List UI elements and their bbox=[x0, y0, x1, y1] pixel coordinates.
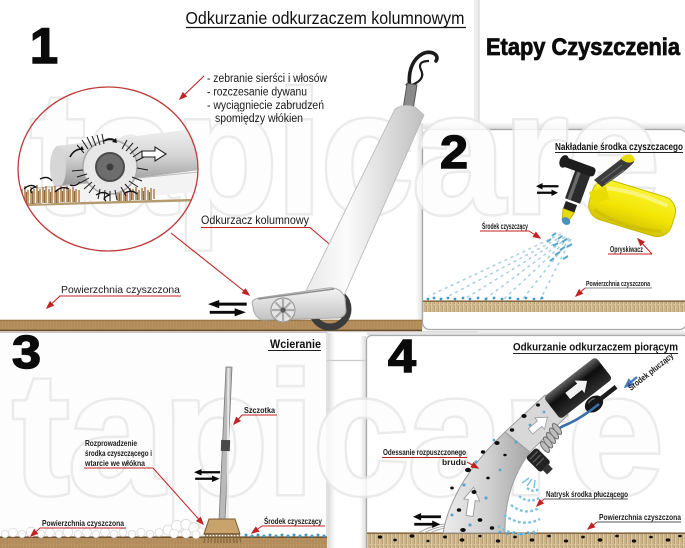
svg-text:Nakładanie środka czyszczacego: Nakładanie środka czyszczacego bbox=[555, 141, 683, 153]
svg-text:Powierzchnia czyszczona: Powierzchnia czyszczona bbox=[42, 518, 124, 528]
svg-text:Powierzchnia czyszczona: Powierzchnia czyszczona bbox=[586, 279, 651, 288]
svg-text:Odkurzacz kolumnowy: Odkurzacz kolumnowy bbox=[201, 213, 309, 227]
svg-text:Odessanie rozpuszczonego: Odessanie rozpuszczonego bbox=[383, 447, 466, 457]
svg-text:- rozczesanie dywanu: - rozczesanie dywanu bbox=[207, 87, 307, 99]
svg-text:4: 4 bbox=[388, 330, 416, 382]
svg-text:Środek czyszczący: Środek czyszczący bbox=[264, 515, 322, 526]
svg-text:- wyciągniecie zabrudzeń: - wyciągniecie zabrudzeń bbox=[207, 100, 324, 112]
svg-text:Etapy Czyszczenia: Etapy Czyszczenia bbox=[486, 34, 681, 61]
svg-text:Środek czyszczący: Środek czyszczący bbox=[482, 222, 528, 231]
svg-text:Opryskiwacz: Opryskiwacz bbox=[610, 245, 643, 254]
svg-text:tapicare: tapicare bbox=[12, 337, 662, 532]
svg-text:wtarcie we włókna: wtarcie we włókna bbox=[84, 459, 145, 468]
svg-text:Wcieranie: Wcieranie bbox=[270, 339, 321, 351]
svg-text:Powierzchnia czyszczona: Powierzchnia czyszczona bbox=[599, 512, 681, 522]
svg-text:Odkurzanie odkurzaczem kolumno: Odkurzanie odkurzaczem kolumnowym bbox=[186, 8, 465, 28]
svg-text:brudu: brudu bbox=[442, 457, 466, 467]
svg-text:Szczotka: Szczotka bbox=[244, 405, 275, 415]
svg-text:Rozprowadzenie: Rozprowadzenie bbox=[85, 439, 137, 448]
svg-text:spomiędzy włókien: spomiędzy włókien bbox=[215, 113, 303, 125]
svg-text:Natrysk środka płuczącego: Natrysk środka płuczącego bbox=[546, 489, 628, 499]
svg-text:środka czyszczącego i: środka czyszczącego i bbox=[85, 449, 152, 458]
svg-text:Powierzchnia czyszczona: Powierzchnia czyszczona bbox=[61, 284, 180, 296]
svg-text:2: 2 bbox=[440, 126, 468, 178]
svg-text:1: 1 bbox=[30, 18, 58, 74]
svg-text:Odkurzanie odkurzaczem piorący: Odkurzanie odkurzaczem piorącym bbox=[513, 342, 678, 354]
svg-text:3: 3 bbox=[12, 326, 41, 378]
svg-text:- zebranie sierści i włosów: - zebranie sierści i włosów bbox=[207, 73, 328, 85]
